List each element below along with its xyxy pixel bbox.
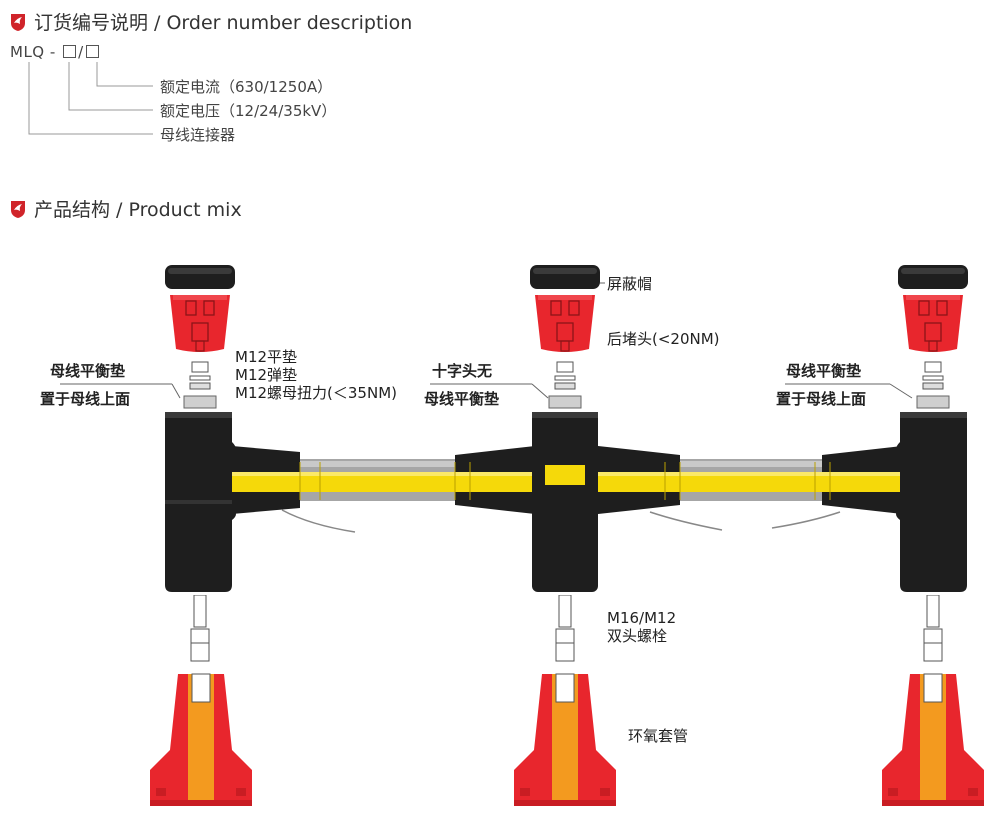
right-connector: [881, 265, 985, 807]
voltage-slot-box: [63, 45, 77, 58]
brand-logo-icon: [11, 13, 25, 31]
label-stud-name: 双头螺栓: [607, 627, 668, 645]
label-nut-torque: M12螺母扭力(＜35NM): [235, 384, 397, 402]
current-slot-box: [85, 45, 99, 58]
brand-logo-icon: [11, 200, 25, 218]
label-right-balance-note: 置于母线上面: [776, 390, 867, 408]
label-spring-washer: M12弹垫: [235, 366, 298, 384]
label-rear-plug: 后堵头(<20NM): [607, 330, 720, 348]
label-epoxy-bushing: 环氧套管: [628, 727, 689, 745]
middle-connector: [513, 265, 617, 807]
label-flat-washer: M12平垫: [235, 348, 298, 366]
label-mid-cross: 十字头无: [432, 362, 493, 380]
order-code: MLQ - /: [10, 43, 101, 61]
order-item-voltage: 额定电压（12/24/35kV）: [160, 102, 337, 120]
order-item-type: 母线连接器: [160, 126, 236, 144]
order-code-separator: /: [78, 43, 84, 61]
label-left-balance-pad: 母线平衡垫: [50, 362, 126, 380]
order-leader-lines: [28, 62, 153, 135]
order-title-text: 订货编号说明 / Order number description: [34, 12, 413, 34]
label-mid-balance-pad: 母线平衡垫: [424, 390, 500, 408]
label-stud-size: M16/M12: [607, 609, 677, 627]
label-shield-cap: 屏蔽帽: [607, 275, 653, 293]
order-section-title: 订货编号说明 / Order number description: [8, 8, 412, 35]
order-code-prefix: MLQ -: [10, 43, 56, 61]
product-section-title: 产品结构 / Product mix: [8, 195, 242, 222]
label-left-balance-note: 置于母线上面: [40, 390, 131, 408]
left-connector: [149, 265, 253, 807]
label-right-balance-pad: 母线平衡垫: [786, 362, 862, 380]
product-title-text: 产品结构 / Product mix: [34, 199, 242, 221]
order-item-current: 额定电流（630/1250A）: [160, 78, 333, 96]
